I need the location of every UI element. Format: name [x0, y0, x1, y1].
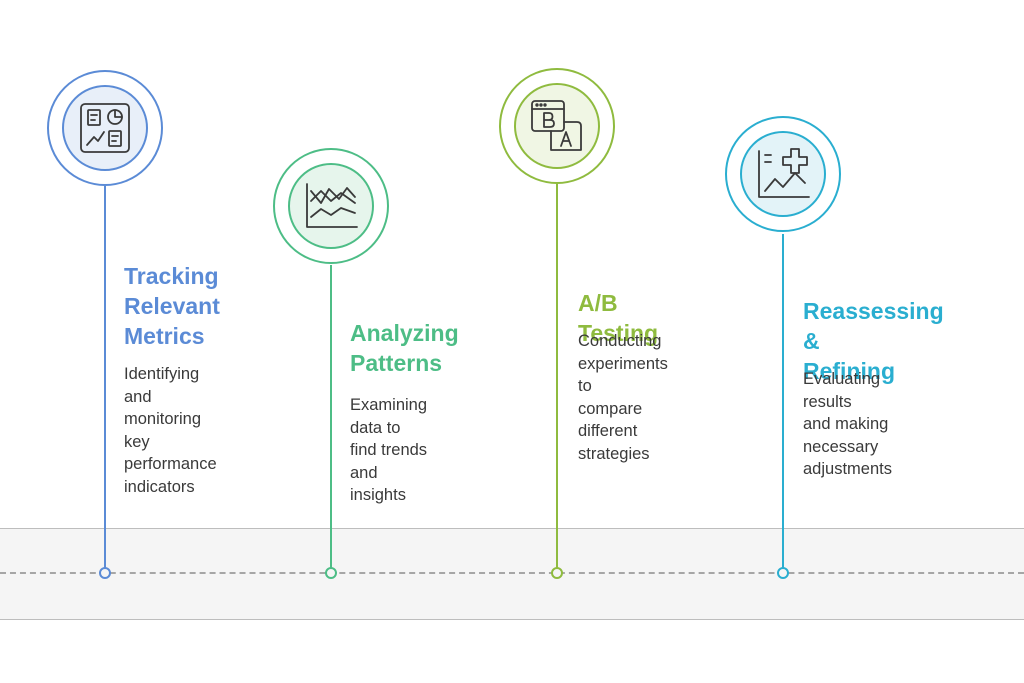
stage-stem	[104, 186, 106, 572]
stage-icon-ring	[273, 148, 389, 264]
stage-icon-ring	[725, 116, 841, 232]
stage-stem	[782, 234, 784, 572]
dashboard-icon	[80, 103, 130, 153]
stage-title: Analyzing Patterns	[350, 320, 459, 376]
stage-description: Examining data to find trends and insigh…	[350, 396, 428, 504]
refine-chart-icon	[758, 148, 810, 198]
timeline-node	[325, 567, 337, 579]
stage-icon-ring	[47, 70, 163, 186]
stage-icon-ring	[499, 68, 615, 184]
timeline-dashed-line	[0, 572, 1024, 574]
stage-stem	[330, 265, 332, 572]
timeline-node	[551, 567, 563, 579]
stage-title: Reassessing & Refining	[803, 298, 944, 384]
stage-stem	[556, 184, 558, 572]
stage-title: Tracking Relevant Metrics	[124, 263, 220, 349]
line-chart-icon	[306, 183, 358, 228]
timeline-node	[777, 567, 789, 579]
stage-description: Evaluating results and making necessary …	[803, 370, 892, 478]
stage-title: A/B Testing	[578, 290, 659, 346]
ab-test-icon	[531, 100, 582, 151]
timeline-road	[0, 528, 1024, 620]
timeline-node	[99, 567, 111, 579]
stage-description: Conducting experiments to compare differ…	[578, 332, 668, 463]
stage-description: Identifying and monitoring key performan…	[124, 365, 217, 496]
